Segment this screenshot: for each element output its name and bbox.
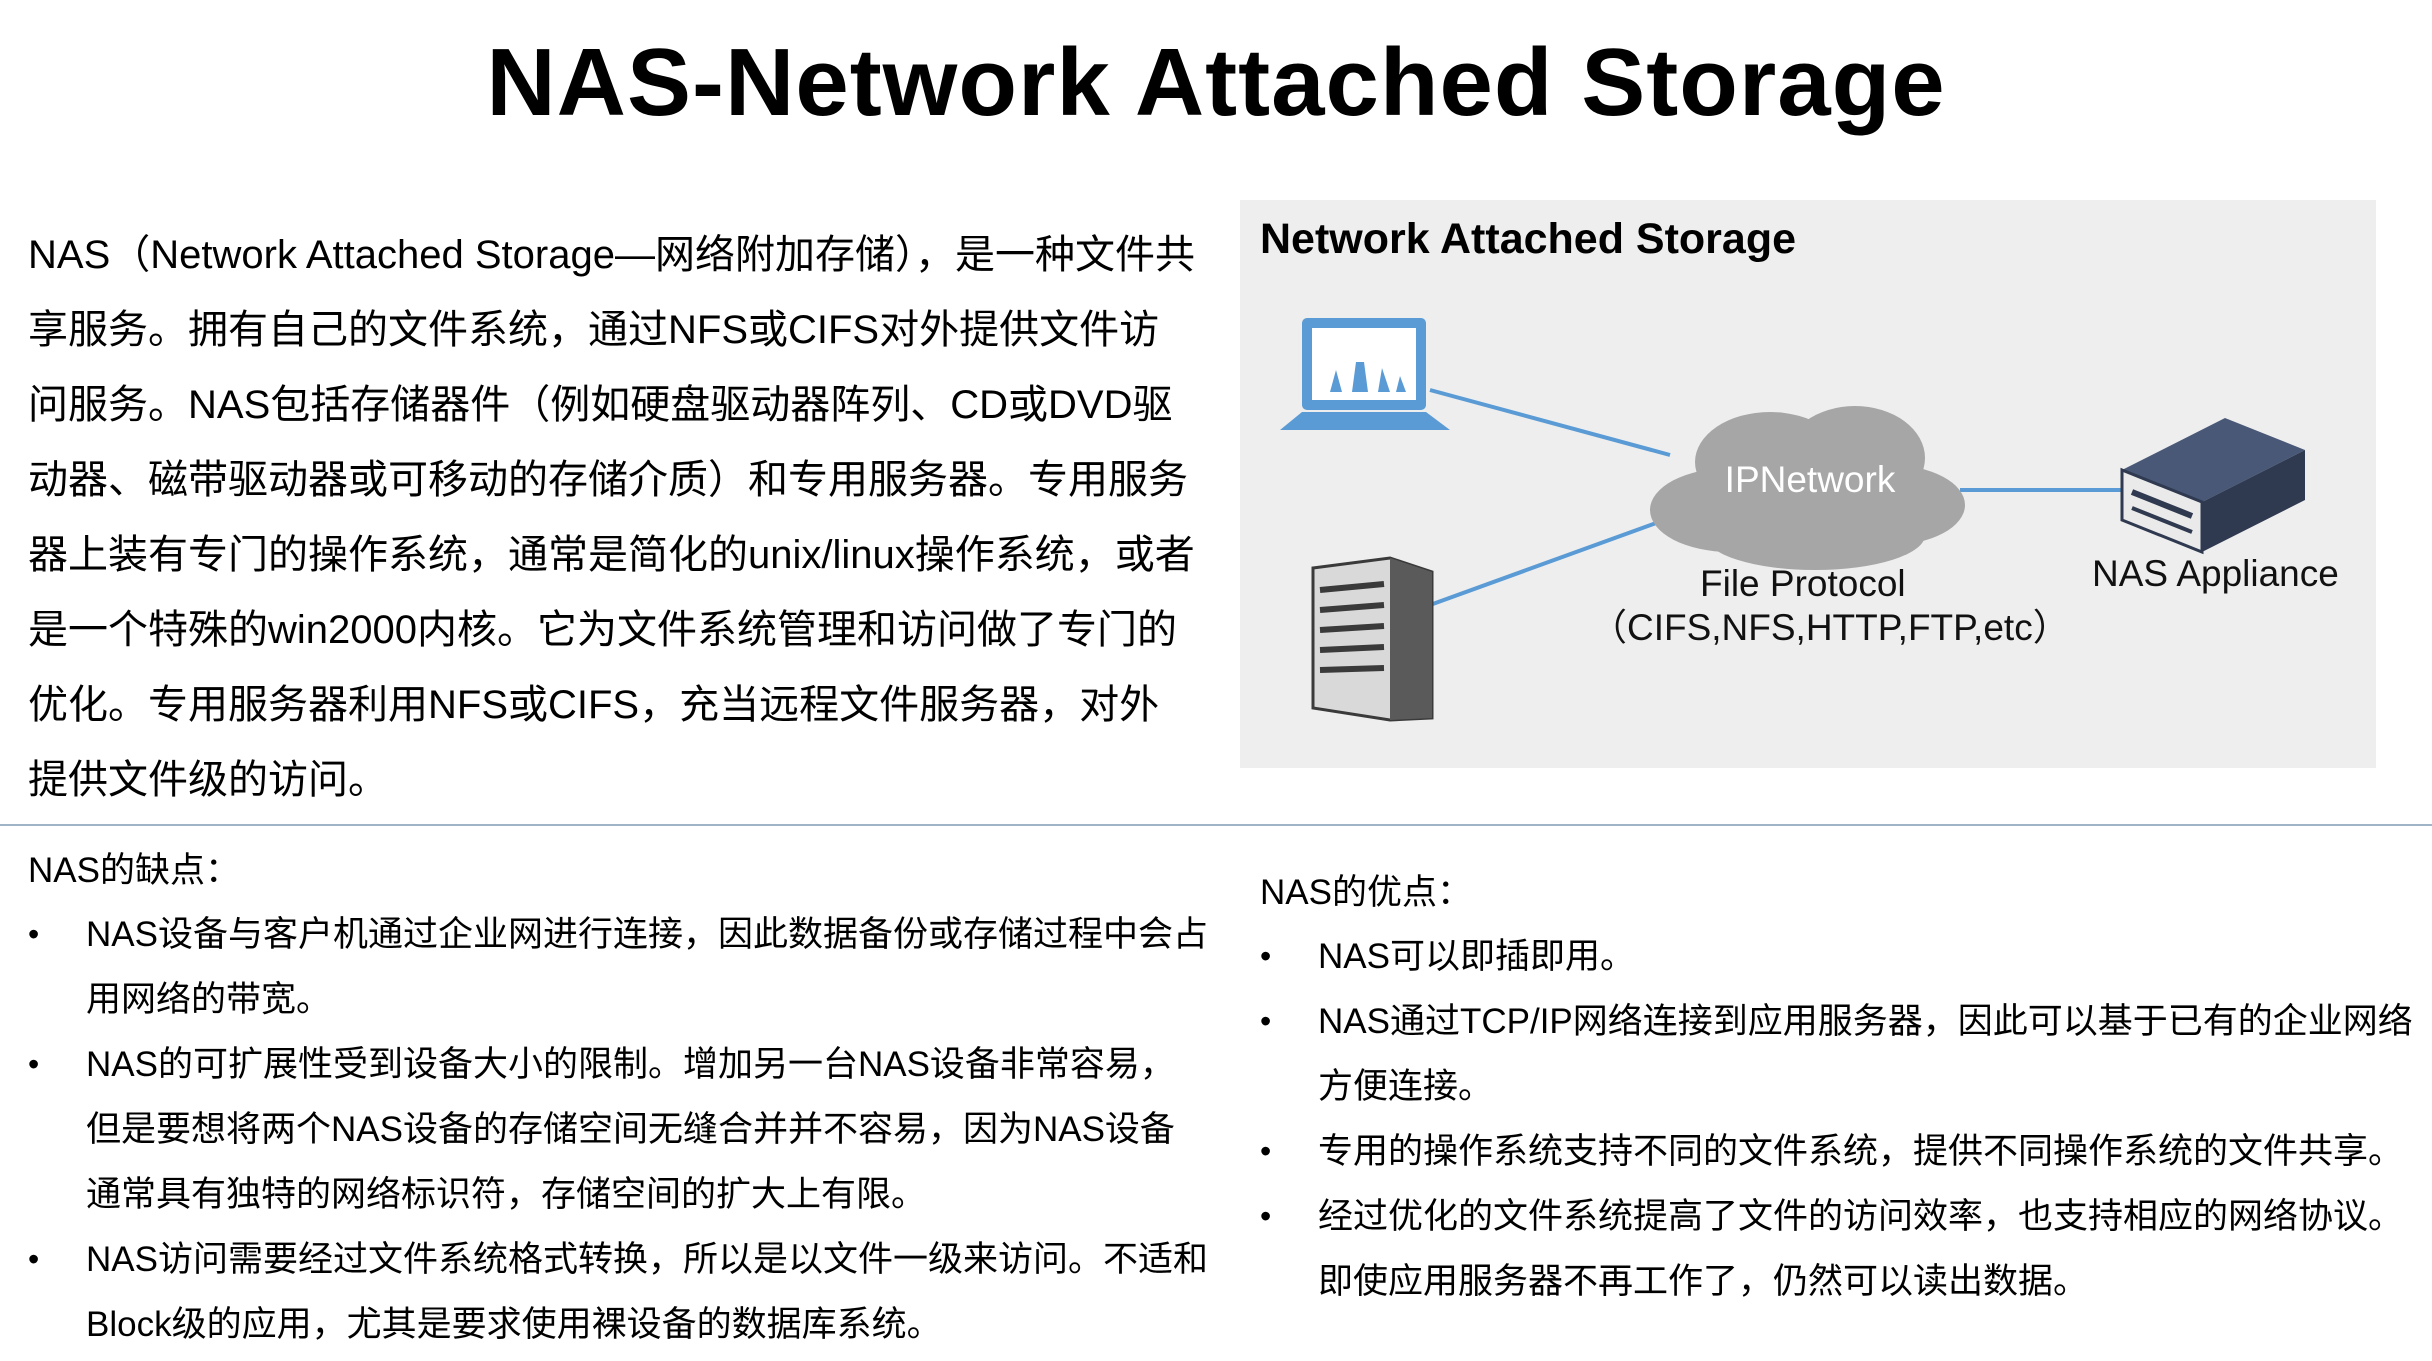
diagram-title: Network Attached Storage xyxy=(1260,215,1797,263)
laptop-icon xyxy=(1280,318,1450,430)
list-item: NAS可以即插即用。 xyxy=(1260,924,2432,989)
nas-diagram: Network Attached Storage IPNetwork File … xyxy=(1240,200,2376,768)
cons-section: NAS的缺点： NAS设备与客户机通过企业网进行连接，因此数据备份或存储过程中会… xyxy=(28,840,1208,1357)
pros-list: NAS可以即插即用。 NAS通过TCP/IP网络连接到应用服务器，因此可以基于已… xyxy=(1260,924,2432,1314)
list-item: NAS通过TCP/IP网络连接到应用服务器，因此可以基于已有的企业网络方便连接。 xyxy=(1260,989,2432,1119)
laptop-link-line xyxy=(1429,388,1671,457)
list-item: NAS的可扩展性受到设备大小的限制。增加另一台NAS设备非常容易，但是要想将两个… xyxy=(28,1032,1208,1227)
list-item: 专用的操作系统支持不同的文件系统，提供不同操作系统的文件共享。 xyxy=(1260,1119,2432,1184)
protocol-label: File Protocol xyxy=(1700,563,1906,604)
list-item: 经过优化的文件系统提高了文件的访问效率，也支持相应的网络协议。即使应用服务器不再… xyxy=(1260,1184,2432,1314)
server-link-line xyxy=(1429,516,1671,607)
section-divider xyxy=(0,824,2432,826)
list-item: NAS访问需要经过文件系统格式转换，所以是以文件一级来访问。不适和Block级的… xyxy=(28,1227,1208,1357)
server-tower-icon xyxy=(1311,556,1434,722)
nas-appliance-icon xyxy=(2120,418,2305,555)
pros-heading: NAS的优点： xyxy=(1260,873,1472,912)
nas-appliance-label: NAS Appliance xyxy=(2092,553,2339,594)
cloud-icon xyxy=(1650,406,1965,570)
cons-list: NAS设备与客户机通过企业网进行连接，因此数据备份或存储过程中会占用网络的带宽。… xyxy=(28,902,1208,1357)
cloud-label: IPNetwork xyxy=(1724,459,1896,500)
list-item: NAS设备与客户机通过企业网进行连接，因此数据备份或存储过程中会占用网络的带宽。 xyxy=(28,902,1208,1032)
page-title: NAS-Network Attached Storage xyxy=(486,29,1946,136)
protocol-list-label: （CIFS,NFS,HTTP,FTP,etc） xyxy=(1590,607,2070,648)
intro-paragraph: NAS（Network Attached Storage—网络附加存储），是一种… xyxy=(28,233,1195,802)
pros-section: NAS的优点： NAS可以即插即用。 NAS通过TCP/IP网络连接到应用服务器… xyxy=(1260,862,2432,1314)
cons-heading: NAS的缺点： xyxy=(28,851,240,890)
nas-diagram-graphic xyxy=(1280,318,2305,722)
